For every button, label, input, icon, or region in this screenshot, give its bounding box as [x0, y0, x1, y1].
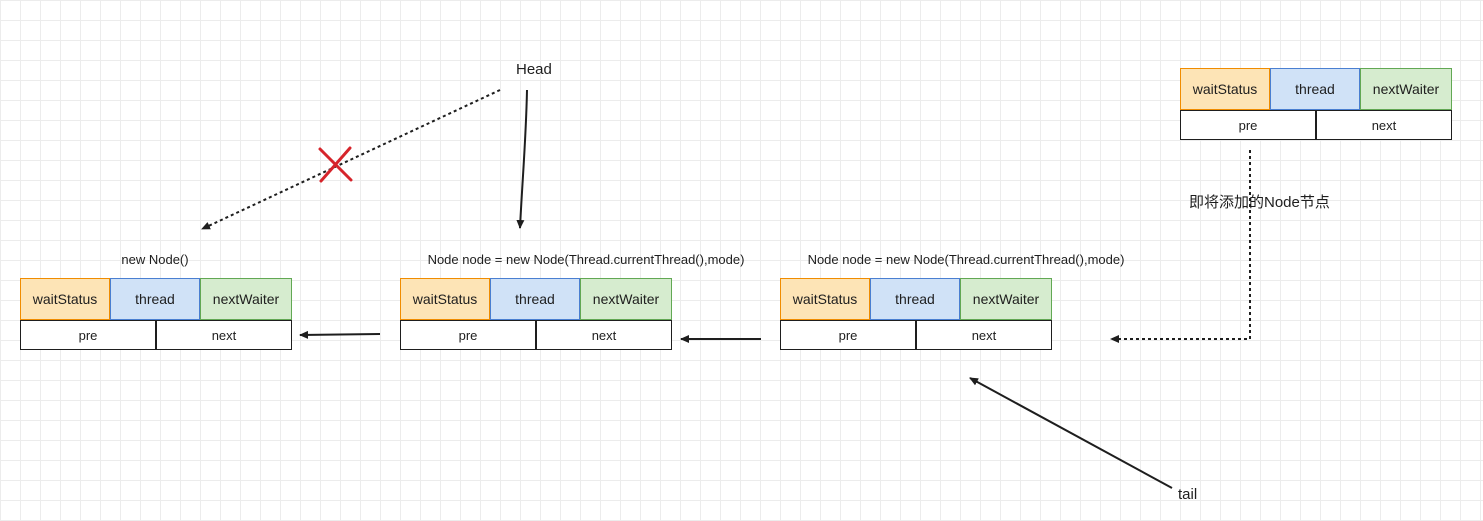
next-field: next	[156, 320, 292, 350]
pre-field: pre	[1180, 110, 1316, 140]
node-pending: waitStatus thread nextWaiter pre next	[1180, 68, 1452, 142]
node-1-title: new Node()	[121, 252, 189, 267]
thread-field: thread	[110, 278, 200, 320]
head-label: Head	[516, 61, 552, 78]
next-waiter-field: nextWaiter	[960, 278, 1052, 320]
thread-field: thread	[1270, 68, 1360, 110]
next-waiter-field: nextWaiter	[580, 278, 672, 320]
pre-field: pre	[780, 320, 916, 350]
head-arrow	[516, 89, 528, 229]
tail-label: tail	[1178, 486, 1198, 503]
pre-field: pre	[20, 320, 156, 350]
node-3-title: Node node = new Node(Thread.currentThrea…	[807, 252, 1125, 267]
next-waiter-field: nextWaiter	[200, 278, 292, 320]
tail-arrow	[969, 377, 1173, 489]
next-field: next	[536, 320, 672, 350]
node-2: waitStatus thread nextWaiter pre next	[400, 278, 672, 352]
head-old-link-arrow	[201, 89, 501, 230]
wait-status-field: waitStatus	[20, 278, 110, 320]
wait-status-field: waitStatus	[1180, 68, 1270, 110]
pending-node-arrow	[1110, 150, 1251, 343]
cross-mark-icon	[318, 146, 353, 183]
node-2-title: Node node = new Node(Thread.currentThrea…	[427, 252, 745, 267]
wait-status-field: waitStatus	[780, 278, 870, 320]
wait-status-field: waitStatus	[400, 278, 490, 320]
pre-arrow-2-to-1	[299, 330, 381, 339]
pending-node-note: 即将添加的Node节点	[1189, 194, 1330, 211]
node-3: waitStatus thread nextWaiter pre next	[780, 278, 1052, 352]
next-waiter-field: nextWaiter	[1360, 68, 1452, 110]
next-field: next	[1316, 110, 1452, 140]
thread-field: thread	[870, 278, 960, 320]
next-field: next	[916, 320, 1052, 350]
thread-field: thread	[490, 278, 580, 320]
node-1: waitStatus thread nextWaiter pre next	[20, 278, 292, 352]
pre-field: pre	[400, 320, 536, 350]
